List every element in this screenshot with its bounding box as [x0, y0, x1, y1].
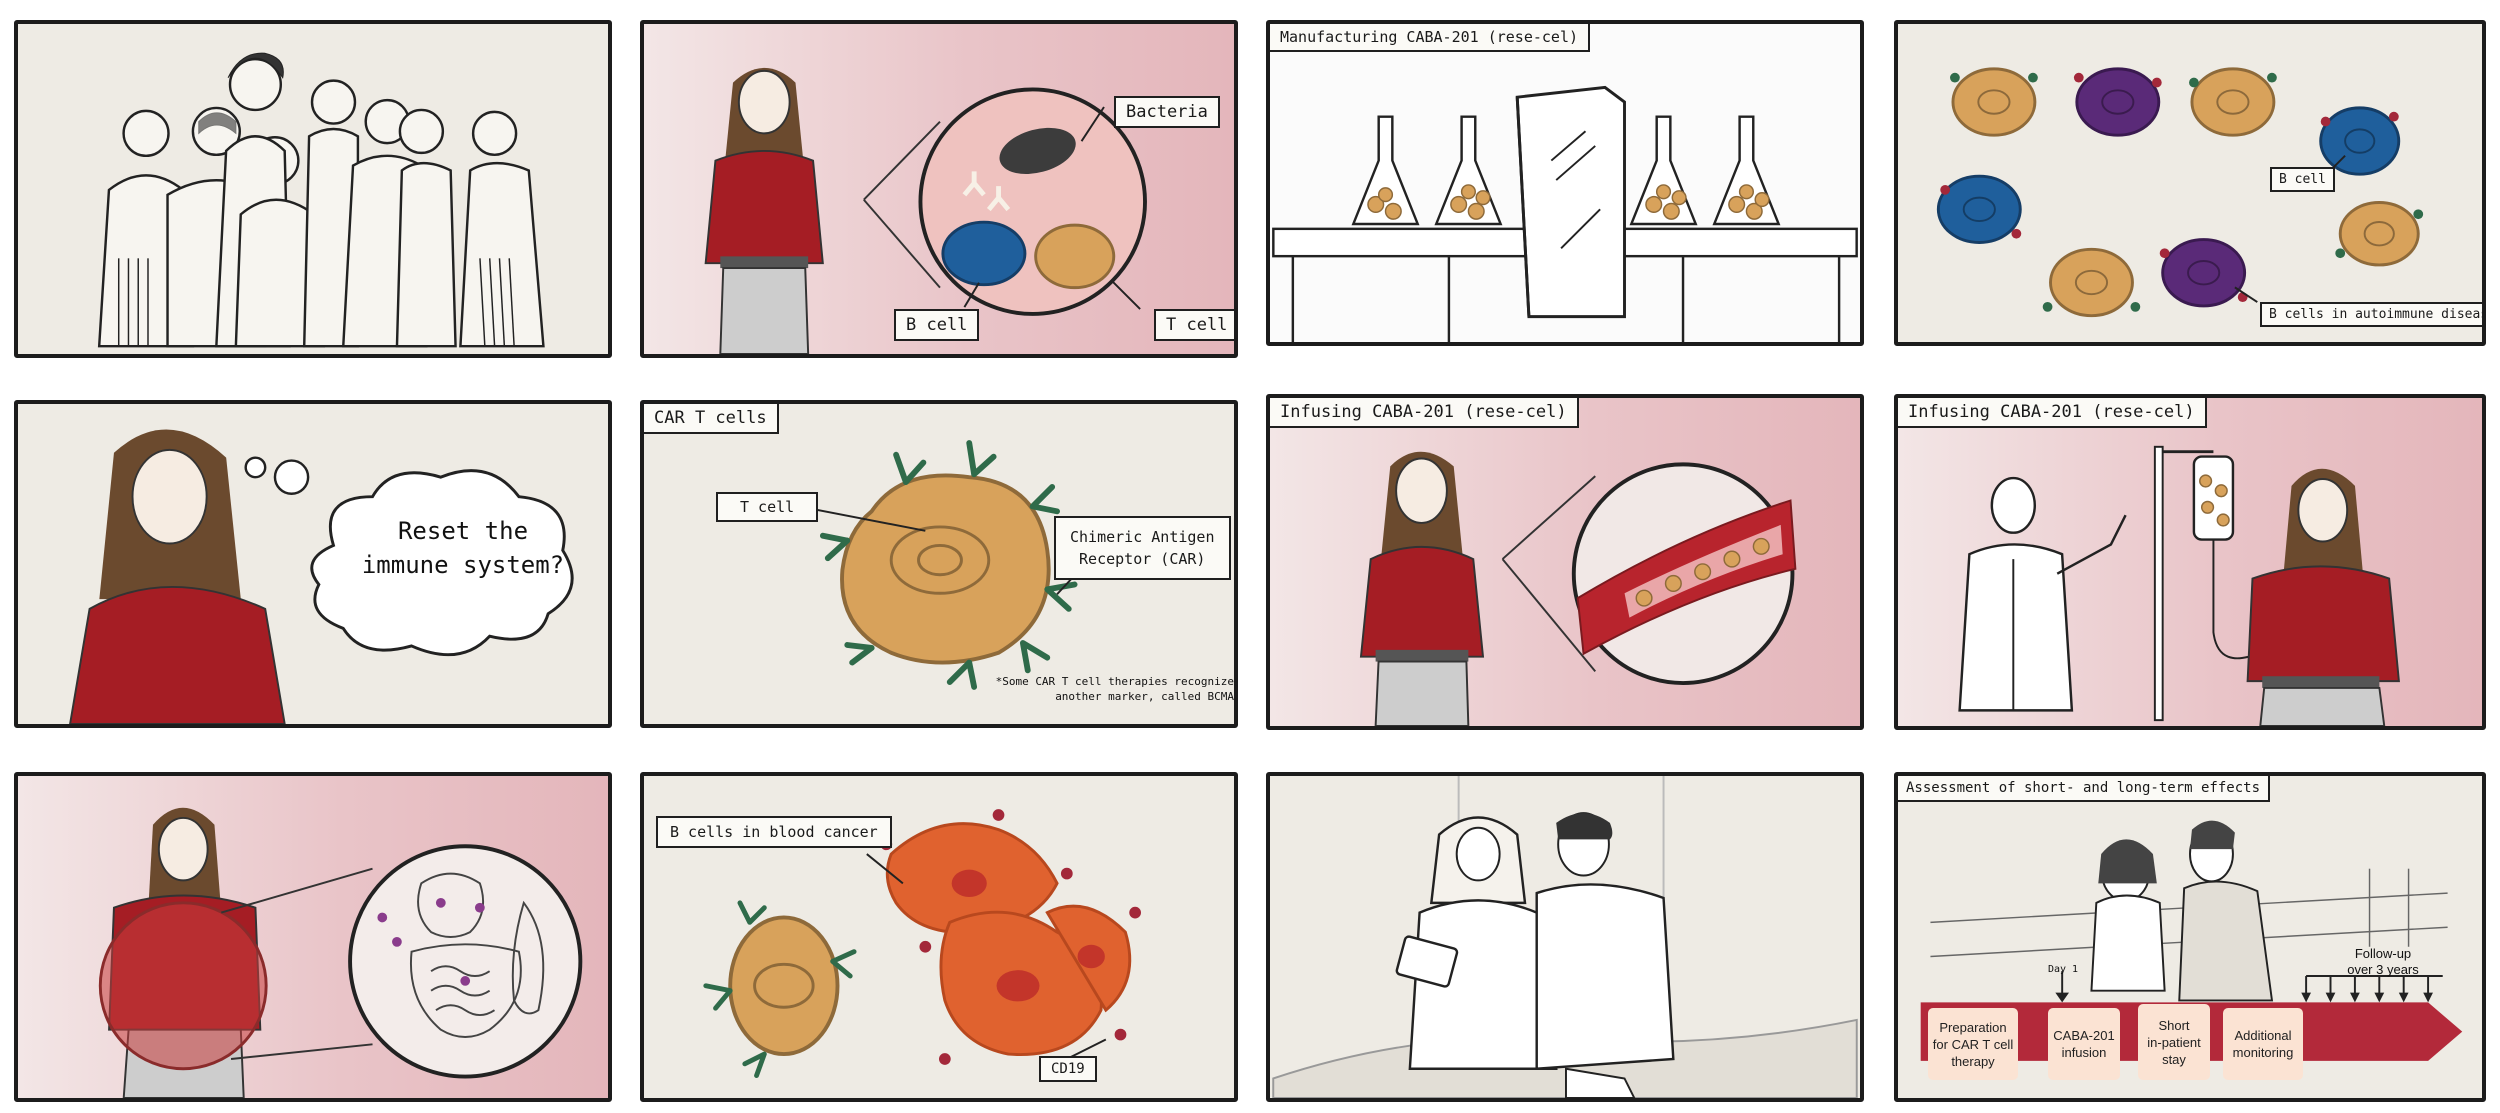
timeline-step-monitoring: Additional monitoring: [2223, 1008, 2303, 1080]
b-cell-label: B cell: [894, 309, 980, 341]
blood-cancer-cells-illustration: [703, 809, 1141, 1078]
flask-conveyor-illustration: [1272, 85, 1858, 342]
followup-line-1: Follow-up: [2354, 946, 2412, 961]
t-cell-label: T cell: [1154, 309, 1234, 341]
car-t-cell-illustration: [773, 440, 1099, 690]
autoimmune-label: B cells in autoimmune disease: [2260, 302, 2482, 327]
bcma-footnote-line-2: another marker, called BCMA: [1055, 690, 1234, 703]
panel-people-group: [14, 20, 612, 358]
timeline-step-inpatient-line-2: in-patient: [2147, 1034, 2201, 1050]
autoimmune-cells-illustration: [1936, 67, 2424, 318]
woman-immune-illustration: [704, 67, 1147, 354]
timeline-step-monitoring-line-1: Additional: [2234, 1028, 2292, 1043]
panel-immune-cells-intro: Bacteria B cell T cell: [640, 20, 1238, 358]
panel-body-organs: [14, 772, 612, 1102]
cd19-label: CD19: [1039, 1056, 1097, 1082]
infusing-title-doctor: Infusing CABA-201 (rese-cel): [1898, 398, 2207, 428]
timeline-step-preparation-line-1: Preparation: [1939, 1019, 2007, 1035]
car-callout-line-1: Chimeric Antigen: [1070, 528, 1215, 546]
timeline-step-inpatient: Short in-patient stay: [2138, 1004, 2210, 1080]
thought-bubble-text: Reset the immune system?: [338, 514, 588, 582]
doctor-infusion-illustration: [1958, 445, 2400, 726]
panel-reset-immune-system: Reset the immune system?: [14, 400, 612, 728]
panel-autoimmune-b-cells: B cell B cells in autoimmune disease: [1894, 20, 2486, 346]
car-callout-line-2: Receptor (CAR): [1079, 550, 1206, 568]
organs-illustration: [98, 807, 583, 1098]
thinking-woman-illustration: [69, 429, 574, 724]
day-1-label: Day 1: [2047, 964, 2079, 975]
timeline-step-inpatient-line-1: Short: [2158, 1017, 2190, 1033]
timeline-step-monitoring-line-2: monitoring: [2232, 1045, 2294, 1060]
panel-infusing-vessel: Infusing CABA-201 (rese-cel): [1266, 394, 1864, 730]
b-cell-label-autoimmune: B cell: [2270, 167, 2335, 192]
panel-manufacturing: Manufacturing CABA-201 (rese-cel): [1266, 20, 1864, 346]
panel-car-t-cells: CAR T cells T cell Chimeric Antigen Rece…: [640, 400, 1238, 728]
bcma-footnote: *Some CAR T cell therapies recognize ano…: [944, 674, 1234, 704]
blood-cancer-title: B cells in blood cancer: [656, 816, 892, 848]
bacteria-label: Bacteria: [1114, 96, 1220, 128]
t-cell-callout: T cell: [716, 492, 819, 522]
car-t-title: CAR T cells: [644, 404, 779, 434]
followup-label: Follow-up over 3 years: [2318, 946, 2448, 978]
panel-infusing-doctor: Infusing CABA-201 (rese-cel): [1894, 394, 2486, 730]
timeline-step-inpatient-line-3: stay: [2162, 1051, 2186, 1067]
manufacturing-title: Manufacturing CABA-201 (rese-cel): [1270, 24, 1591, 52]
thought-line-1: Reset the: [397, 517, 529, 545]
thought-line-2: immune system?: [361, 551, 565, 579]
assessment-title: Assessment of short- and long-term effec…: [1898, 776, 2271, 802]
bcma-footnote-line-1: *Some CAR T cell therapies recognize: [995, 675, 1234, 688]
consultation-illustration: [1272, 776, 1858, 1098]
timeline-step-preparation-line-2: for CAR T cell: [1932, 1036, 2014, 1052]
timeline-step-infusion-line-1: CABA-201: [2053, 1028, 2115, 1043]
followup-line-2: over 3 years: [2347, 962, 2419, 977]
timeline-step-infusion: CABA-201 infusion: [2048, 1008, 2120, 1080]
timeline-step-preparation: Preparation for CAR T cell therapy: [1928, 1008, 2018, 1080]
panel-doctor-consultation: [1266, 772, 1864, 1102]
blood-vessel-illustration: [1359, 451, 1797, 726]
car-callout: Chimeric Antigen Receptor (CAR): [1054, 516, 1231, 580]
panel-assessment-timeline: Assessment of short- and long-term effec…: [1894, 772, 2486, 1102]
people-group-illustration: [97, 52, 545, 348]
panel-blood-cancer: B cells in blood cancer CD19: [640, 772, 1238, 1102]
timeline-step-preparation-line-3: therapy: [1951, 1053, 1995, 1069]
infusing-title-vessel: Infusing CABA-201 (rese-cel): [1270, 398, 1579, 428]
timeline-step-infusion-line-2: infusion: [2061, 1045, 2107, 1060]
